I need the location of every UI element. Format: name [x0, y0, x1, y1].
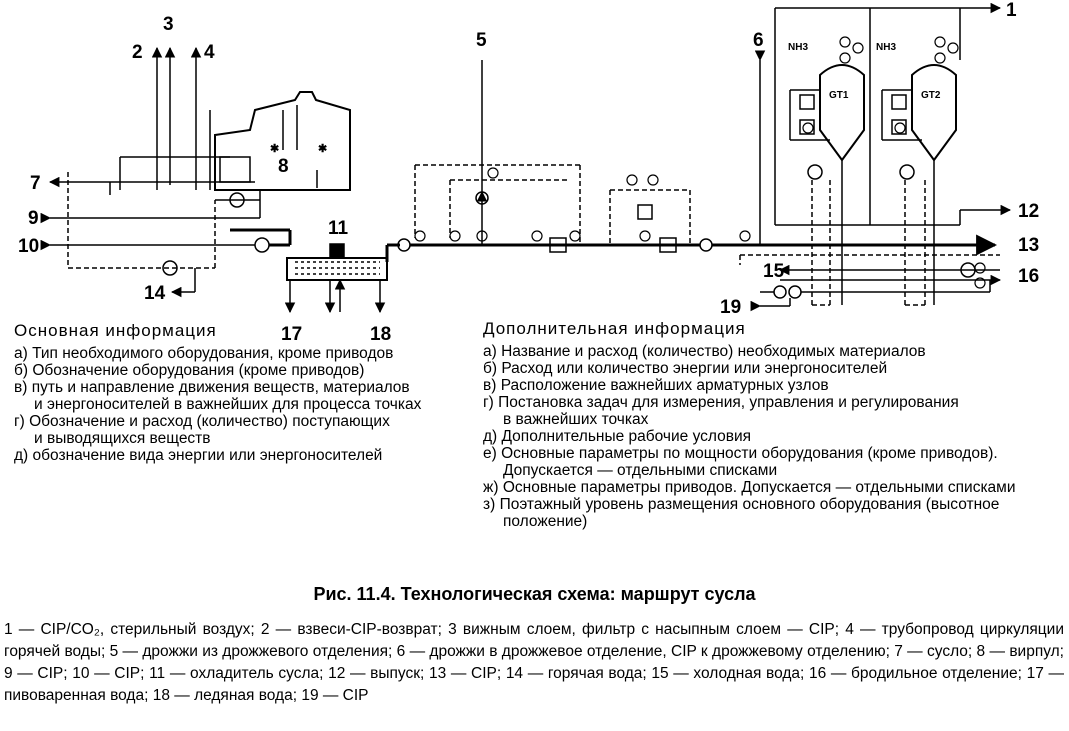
extra-info-item: з) Поэтажный уровень размещения основног… [483, 496, 1000, 513]
extra-info-item: Допускается — отдельными списками [503, 462, 778, 479]
extra-info-item: д) Дополнительные рабочие условия [483, 428, 752, 445]
basic-info-item: а) Тип необходимого оборудования, кроме … [14, 345, 394, 362]
label-16: 16 [1018, 266, 1039, 287]
wort-cooler [284, 243, 400, 314]
basic-info-item: и выводящихся веществ [34, 430, 211, 447]
basic-info-title: Основная информация [14, 321, 217, 340]
label-4: 4 [204, 42, 215, 63]
basic-info-item: и энергоносителей в важнейших для процес… [34, 396, 422, 413]
cooling-lines [750, 262, 1002, 312]
extra-info-item: в) Расположение важнейших арматурных узл… [483, 377, 829, 394]
extra-info-item: а) Название и расход (количество) необхо… [483, 343, 926, 360]
label-17: 17 [281, 324, 302, 345]
fermenter-dashed-jackets [739, 180, 1000, 306]
basic-info-item: в) путь и направление движения веществ, … [14, 379, 410, 396]
figure-caption: Рис. 11.4. Технологическая схема: маршру… [0, 584, 1069, 605]
extra-info-item: положение) [503, 513, 588, 530]
label-gt2: GT2 [921, 90, 941, 101]
extra-info-item: г) Постановка задач для измерения, управ… [483, 394, 959, 411]
top-feed-lines [119, 46, 230, 190]
label-18: 18 [370, 324, 391, 345]
extra-info-item: е) Основные параметры по мощности оборуд… [483, 445, 998, 462]
label-2: 2 [132, 42, 143, 63]
label-15: 15 [763, 261, 785, 282]
extra-info-title: Дополнительная информация [483, 319, 746, 338]
label-19: 19 [720, 297, 741, 318]
label-11: 11 [328, 218, 349, 239]
label-1: 1 [1006, 0, 1017, 21]
label-9: 9 [28, 208, 39, 229]
fermenter-piping [754, 2, 1012, 245]
process-flow-diagram: ✱ ✱ [18, 0, 1039, 345]
line-9-cip [40, 190, 261, 224]
main-wort-line [40, 228, 292, 253]
yeast-dashed-lines [414, 164, 691, 245]
label-gt1: GT1 [829, 90, 849, 101]
fermenter-gt2 [899, 64, 957, 305]
pump-14 [162, 260, 178, 276]
label-nh3-a: NH3 [788, 42, 808, 53]
figure-number: Рис. 11.4. [313, 584, 396, 604]
label-7: 7 [30, 173, 41, 194]
label-8: 8 [278, 156, 289, 177]
extra-info-item: ж) Основные параметры приводов. Допускае… [483, 479, 1016, 496]
line-7-wort [48, 176, 255, 195]
basic-info-item: б) Обозначение оборудования (кроме приво… [14, 362, 365, 379]
label-10: 10 [18, 236, 39, 257]
figure-title: Технологическая схема: маршрут сусла [400, 584, 756, 604]
label-5: 5 [476, 30, 487, 51]
hot-water-loop [67, 172, 216, 269]
figure-legend: 1 — CIP/CO₂, стерильный воздух; 2 — взве… [4, 621, 1064, 704]
whirlpool-vessel: ✱ ✱ [214, 91, 351, 191]
extra-info-item: б) Расход или количество энергии или эне… [483, 360, 888, 377]
measuring-unit [637, 204, 653, 220]
label-6: 6 [753, 30, 764, 51]
svg-text:✱: ✱ [270, 143, 279, 155]
extra-info-block: Дополнительная информация а) Название и … [483, 320, 1016, 530]
label-nh3-b: NH3 [876, 42, 896, 53]
basic-info-block: Основная информация а) Тип необходимого … [14, 322, 421, 464]
label-3: 3 [163, 14, 174, 35]
svg-text:✱: ✱ [318, 143, 327, 155]
label-14: 14 [144, 283, 166, 304]
stream-number-labels: 1 2 3 4 5 6 7 8 9 10 11 12 13 14 15 16 1… [18, 0, 1039, 345]
label-12: 12 [1018, 201, 1039, 222]
basic-info-item: г) Обозначение и расход (количество) пос… [14, 413, 390, 430]
extra-info-item: в важнейших точках [503, 411, 649, 428]
label-13: 13 [1018, 235, 1039, 256]
fermenter-gt1 [807, 64, 865, 305]
instrument-symbols [414, 36, 986, 289]
middle-process-line [397, 60, 998, 256]
basic-info-item: д) обозначение вида энергии или энергоно… [14, 447, 383, 464]
